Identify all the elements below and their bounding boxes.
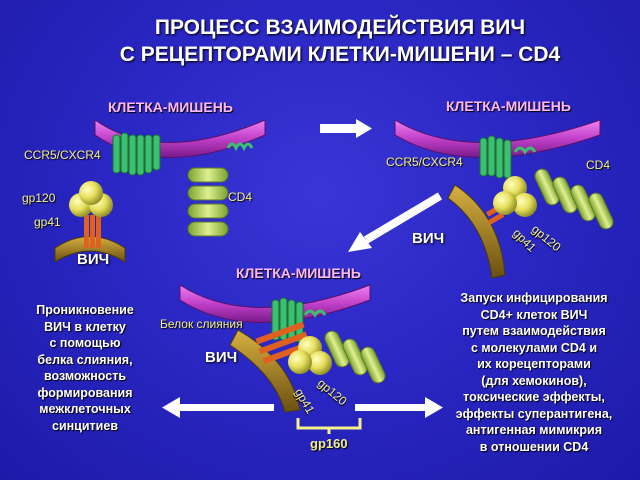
gp41-label-1: gp41 [34, 215, 61, 229]
gp120-trimer [493, 176, 537, 217]
target-cell-label-3: КЛЕТКА-МИШЕНЬ [236, 265, 361, 281]
gp120-label-1: gp120 [22, 191, 56, 205]
virus-envelope [447, 184, 506, 279]
cd4-receptor [324, 330, 386, 384]
gp120-trimer [288, 336, 332, 375]
gp160-label: gp160 [310, 436, 348, 451]
cd4-label-2: CD4 [586, 158, 611, 172]
coreceptor-ccr5 [479, 135, 512, 179]
gp160-bracket [296, 418, 362, 430]
target-cell-label-1: КЛЕТКА-МИШЕНЬ [108, 99, 233, 115]
cd4-receptor [187, 167, 229, 237]
arrow-right-bottom [355, 397, 443, 418]
virus-envelope [54, 236, 126, 263]
target-cell-label-2: КЛЕТКА-МИШЕНЬ [446, 98, 571, 114]
coreceptor-label-1: CCR5/CXCR4 [24, 148, 101, 162]
panel-2 [394, 119, 614, 279]
arrow-diagonal [348, 192, 443, 252]
virus-label-2: ВИЧ [412, 230, 445, 247]
cell-membrane [394, 119, 601, 158]
page-title: ПРОЦЕСС ВЗАИМОДЕЙСТВИЯ ВИЧ С РЕЦЕПТОРАМИ… [119, 16, 561, 66]
panel-1 [54, 119, 266, 263]
left-description: Проникновение ВИЧ в клетку с помощью бел… [36, 303, 134, 433]
panel-3 [179, 284, 386, 434]
coreceptor-label-2: CCR5/CXCR4 [386, 155, 463, 169]
right-description: Запуск инфицирования CD4+ клеток ВИЧ пут… [455, 291, 613, 454]
arrow-left [162, 397, 274, 418]
gp41-stalk [84, 215, 101, 248]
virus-label-1: ВИЧ [77, 251, 110, 268]
fusion-protein [255, 321, 310, 365]
fusion-protein-label: Белок слияния [160, 317, 243, 331]
cd4-label-1: CD4 [228, 190, 253, 204]
gp120-trimer [69, 181, 113, 217]
virus-label-3: ВИЧ [205, 349, 238, 366]
coreceptor-ccr5 [112, 132, 161, 176]
arrow-right [320, 119, 372, 138]
cd4-receptor [534, 168, 614, 230]
